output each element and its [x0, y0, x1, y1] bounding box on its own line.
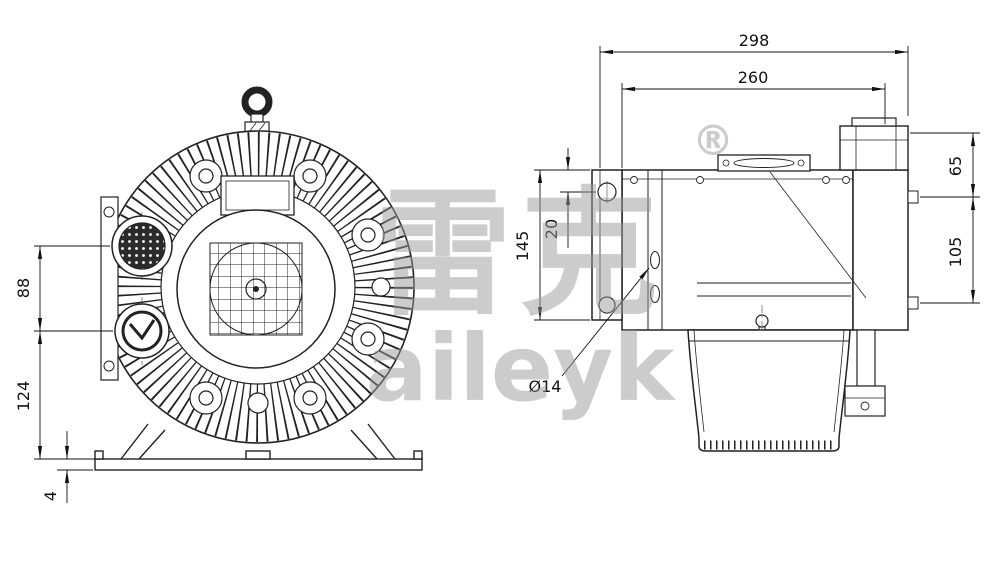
- dim-298-label: 298: [739, 31, 770, 50]
- dim-4-label: 4: [41, 491, 60, 501]
- dim-105-label: 105: [946, 237, 965, 268]
- dim-124-label: 124: [14, 381, 33, 412]
- valve-flap: [128, 319, 156, 341]
- top-valve-box: [839, 125, 909, 171]
- registered-mark: ®: [692, 116, 734, 165]
- valve-body: [121, 310, 163, 352]
- junction-box: [844, 385, 886, 417]
- bolt-bosses: [189, 159, 391, 415]
- side-body: [591, 117, 919, 348]
- dim-20-label: 20: [542, 219, 561, 239]
- side-ports: [100, 196, 173, 381]
- side-view: 298 260 65 105 145 20 Ø14: [513, 31, 980, 452]
- dimensions-side: 298 260 65 105 145 20 Ø14: [513, 31, 980, 396]
- eye-ring: [241, 86, 273, 118]
- dim-hole-label: Ø14: [529, 377, 562, 396]
- front-view: 88 124 4: [14, 86, 423, 503]
- dim-260-label: 260: [738, 68, 769, 87]
- motor-bell: [687, 329, 886, 452]
- port-plate: [100, 196, 119, 381]
- inlet-screen: [118, 222, 166, 270]
- side-bracket: [856, 329, 876, 387]
- lifting-eye: [241, 86, 273, 134]
- mounting-base: [94, 423, 423, 471]
- base-plate: [94, 458, 423, 471]
- dim-145-label: 145: [513, 231, 532, 262]
- watermark-cjk: 雷克: [374, 174, 666, 335]
- mounting-hole-bottom: [598, 296, 616, 314]
- main-housing: [621, 169, 854, 331]
- dimensions-front: 88 124 4: [14, 245, 113, 503]
- hole-leader: [561, 267, 650, 377]
- terminal-box: [220, 175, 295, 216]
- dim-65-label: 65: [946, 156, 965, 176]
- plate-slot-upper: [650, 251, 660, 269]
- watermark: 雷克 aileyk ®: [366, 116, 734, 422]
- right-housing: [852, 169, 909, 331]
- intake-grille: [176, 209, 336, 369]
- watermark-latin: aileyk: [366, 315, 677, 422]
- dim-88-label: 88: [14, 278, 33, 298]
- hub-center: [253, 286, 259, 292]
- plate-slot-lower: [650, 285, 660, 303]
